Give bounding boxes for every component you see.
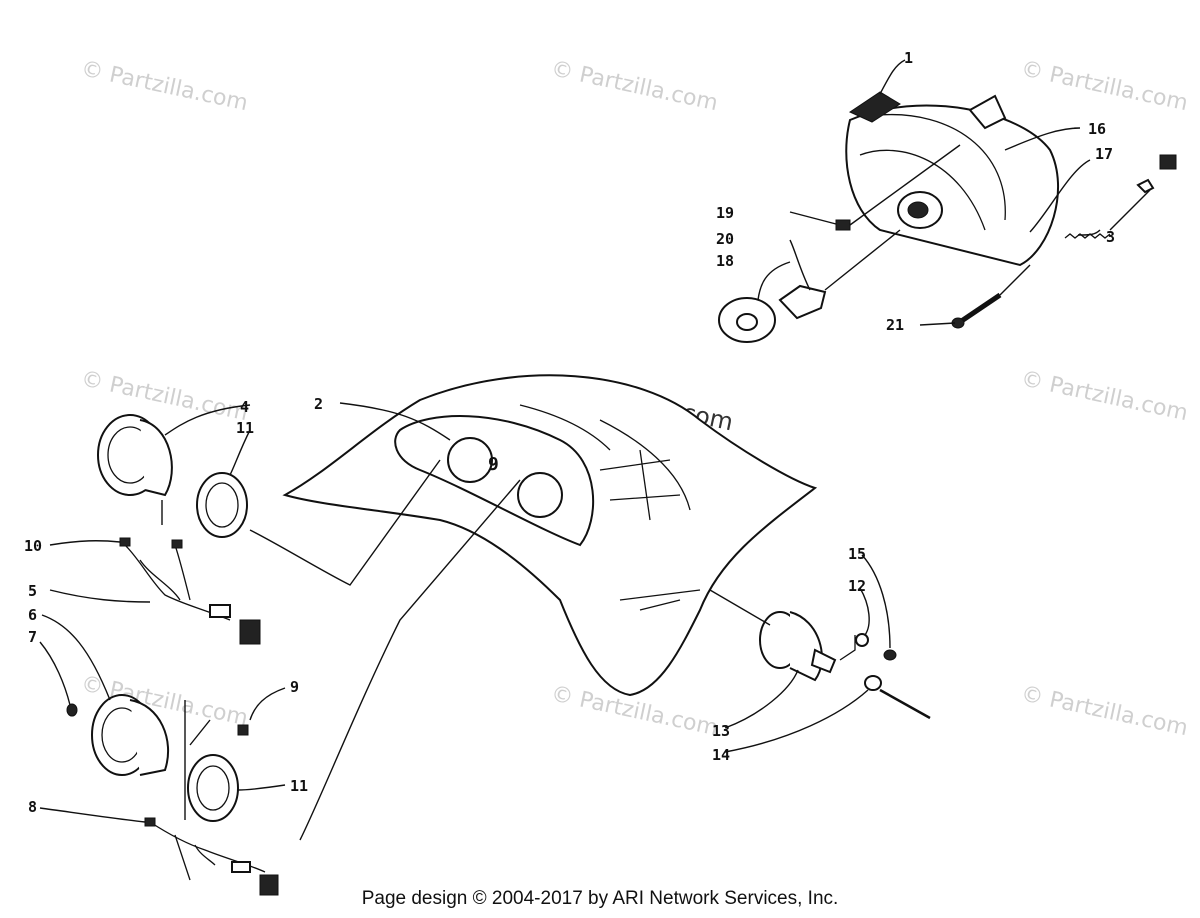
- watermark-3: © Partzilla.com: [1019, 56, 1190, 116]
- watermark-5: © Partzilla.com: [1019, 366, 1190, 426]
- adjuster-clip: [1159, 154, 1177, 170]
- callout-8: 8: [28, 798, 37, 816]
- callout-11-lower: 11: [290, 777, 308, 795]
- callout-10: 10: [24, 537, 42, 555]
- tachometer-gauge: [66, 694, 249, 822]
- callout-20: 20: [716, 230, 734, 248]
- callout-3: 3: [1106, 228, 1115, 246]
- headlight-assembly: [718, 91, 1177, 343]
- callout-5: 5: [28, 582, 37, 600]
- watermark-2: © Partzilla.com: [549, 56, 720, 116]
- spring: [1064, 233, 1111, 239]
- callout-6: 6: [28, 606, 37, 624]
- callout-17: 17: [1095, 145, 1113, 163]
- callout-14: 14: [712, 746, 730, 764]
- headlight-clip: [848, 91, 901, 123]
- page-footer: Page design © 2004-2017 by ARI Network S…: [361, 888, 839, 909]
- wiring-harness-lower: [144, 817, 279, 896]
- callout-4: 4: [240, 398, 249, 416]
- callout-21: 21: [886, 316, 904, 334]
- callout-16: 16: [1088, 120, 1106, 138]
- callout-18: 18: [716, 252, 734, 270]
- speedometer-gauge: [97, 414, 248, 538]
- watermark-8: © Partzilla.com: [1019, 681, 1190, 741]
- svg-text:9: 9: [488, 454, 499, 475]
- dash-hood-assembly: 9: [282, 374, 818, 697]
- fuel-gauge: [709, 589, 931, 720]
- callout-19: 19: [716, 204, 734, 222]
- callout-7: 7: [28, 628, 37, 646]
- callout-15: 15: [848, 545, 866, 563]
- callouts: 1 2 3 4 5 6 7 8 9 10 11 11 12 13 14 15 1…: [24, 49, 1115, 816]
- callout-1: 1: [904, 49, 913, 67]
- watermark-4: © Partzilla.com: [79, 366, 250, 426]
- leader-lines: [39, 59, 1101, 841]
- watermark-1: © Partzilla.com: [79, 56, 250, 116]
- callout-9: 9: [290, 678, 299, 696]
- callout-2: 2: [314, 395, 323, 413]
- wiring-harness-upper: [119, 537, 261, 645]
- callout-11-upper: 11: [236, 419, 254, 437]
- callout-12: 12: [848, 577, 866, 595]
- callout-13: 13: [712, 722, 730, 740]
